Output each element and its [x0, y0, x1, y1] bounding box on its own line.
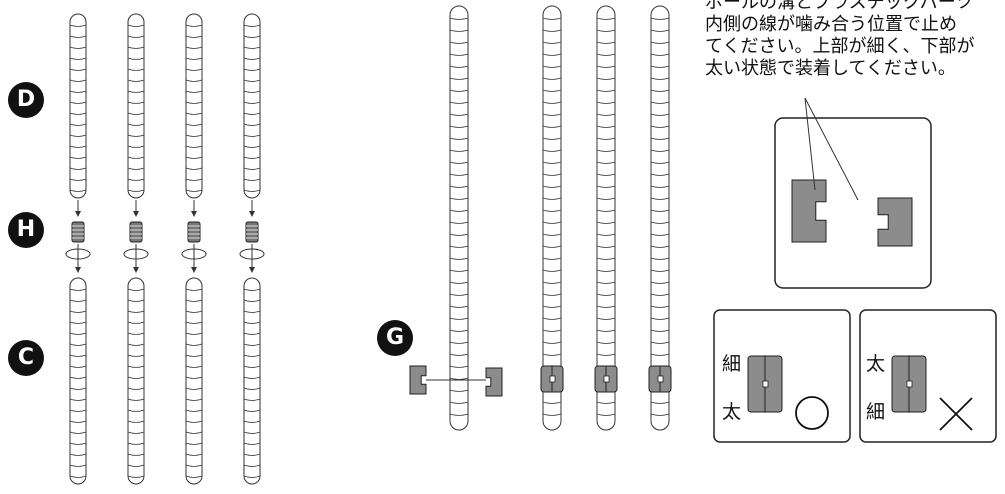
instruction-note: ポールの溝とプラスチックパーツ 内側の線が噛み合う位置で止め てください。上部が… — [705, 0, 1005, 80]
clip-half-left — [409, 365, 427, 395]
pole-g-3 — [596, 5, 616, 431]
pole-c-3 — [185, 277, 203, 485]
callout-line-2 — [804, 97, 859, 201]
connector-h-4 — [245, 221, 259, 243]
clip-installed-3 — [648, 365, 672, 393]
correct-bottom-label: 太 — [722, 401, 742, 423]
pole-c-4 — [243, 277, 261, 485]
connector-h-3 — [187, 221, 201, 243]
pole-c-2 — [127, 277, 145, 485]
pole-d-3 — [185, 13, 203, 199]
callout-line-1 — [804, 97, 816, 191]
wrong-clip — [891, 355, 927, 413]
pole-g-4 — [650, 5, 670, 431]
detail-clip-left — [791, 179, 827, 243]
correct-clip — [747, 355, 783, 413]
detail-clip-right — [877, 197, 913, 247]
pole-c-1 — [69, 277, 87, 485]
clip-installed-1 — [540, 365, 564, 393]
instruction-line-3: てください。上部が細く、下部が — [705, 36, 975, 57]
badge-d: D — [8, 82, 44, 118]
wrong-x-mark-b — [939, 397, 973, 431]
instruction-line-1: ポールの溝とプラスチックパーツ — [705, 0, 974, 13]
instruction-line-4: 太い状態で装着してください。 — [705, 58, 956, 79]
pole-g-1 — [449, 5, 469, 431]
pole-d-2 — [127, 13, 145, 199]
wrong-bottom-label: 細 — [866, 401, 886, 423]
badge-c: C — [8, 340, 44, 376]
wrong-top-label: 太 — [866, 353, 886, 375]
badge-h: H — [8, 212, 44, 248]
correct-circle-mark — [795, 396, 829, 430]
parts-layer — [65, 97, 997, 443]
clip-half-right — [485, 367, 503, 397]
correct-top-label: 細 — [722, 353, 742, 375]
pole-g-2 — [542, 5, 562, 431]
connector-h-1 — [71, 221, 85, 243]
pole-d-4 — [243, 13, 261, 199]
pole-d-1 — [69, 13, 87, 199]
instruction-line-2: 内側の線が噛み合う位置で止め — [705, 14, 957, 35]
connector-h-2 — [129, 221, 143, 243]
clip-installed-2 — [594, 365, 618, 393]
badge-g: G — [377, 320, 413, 356]
